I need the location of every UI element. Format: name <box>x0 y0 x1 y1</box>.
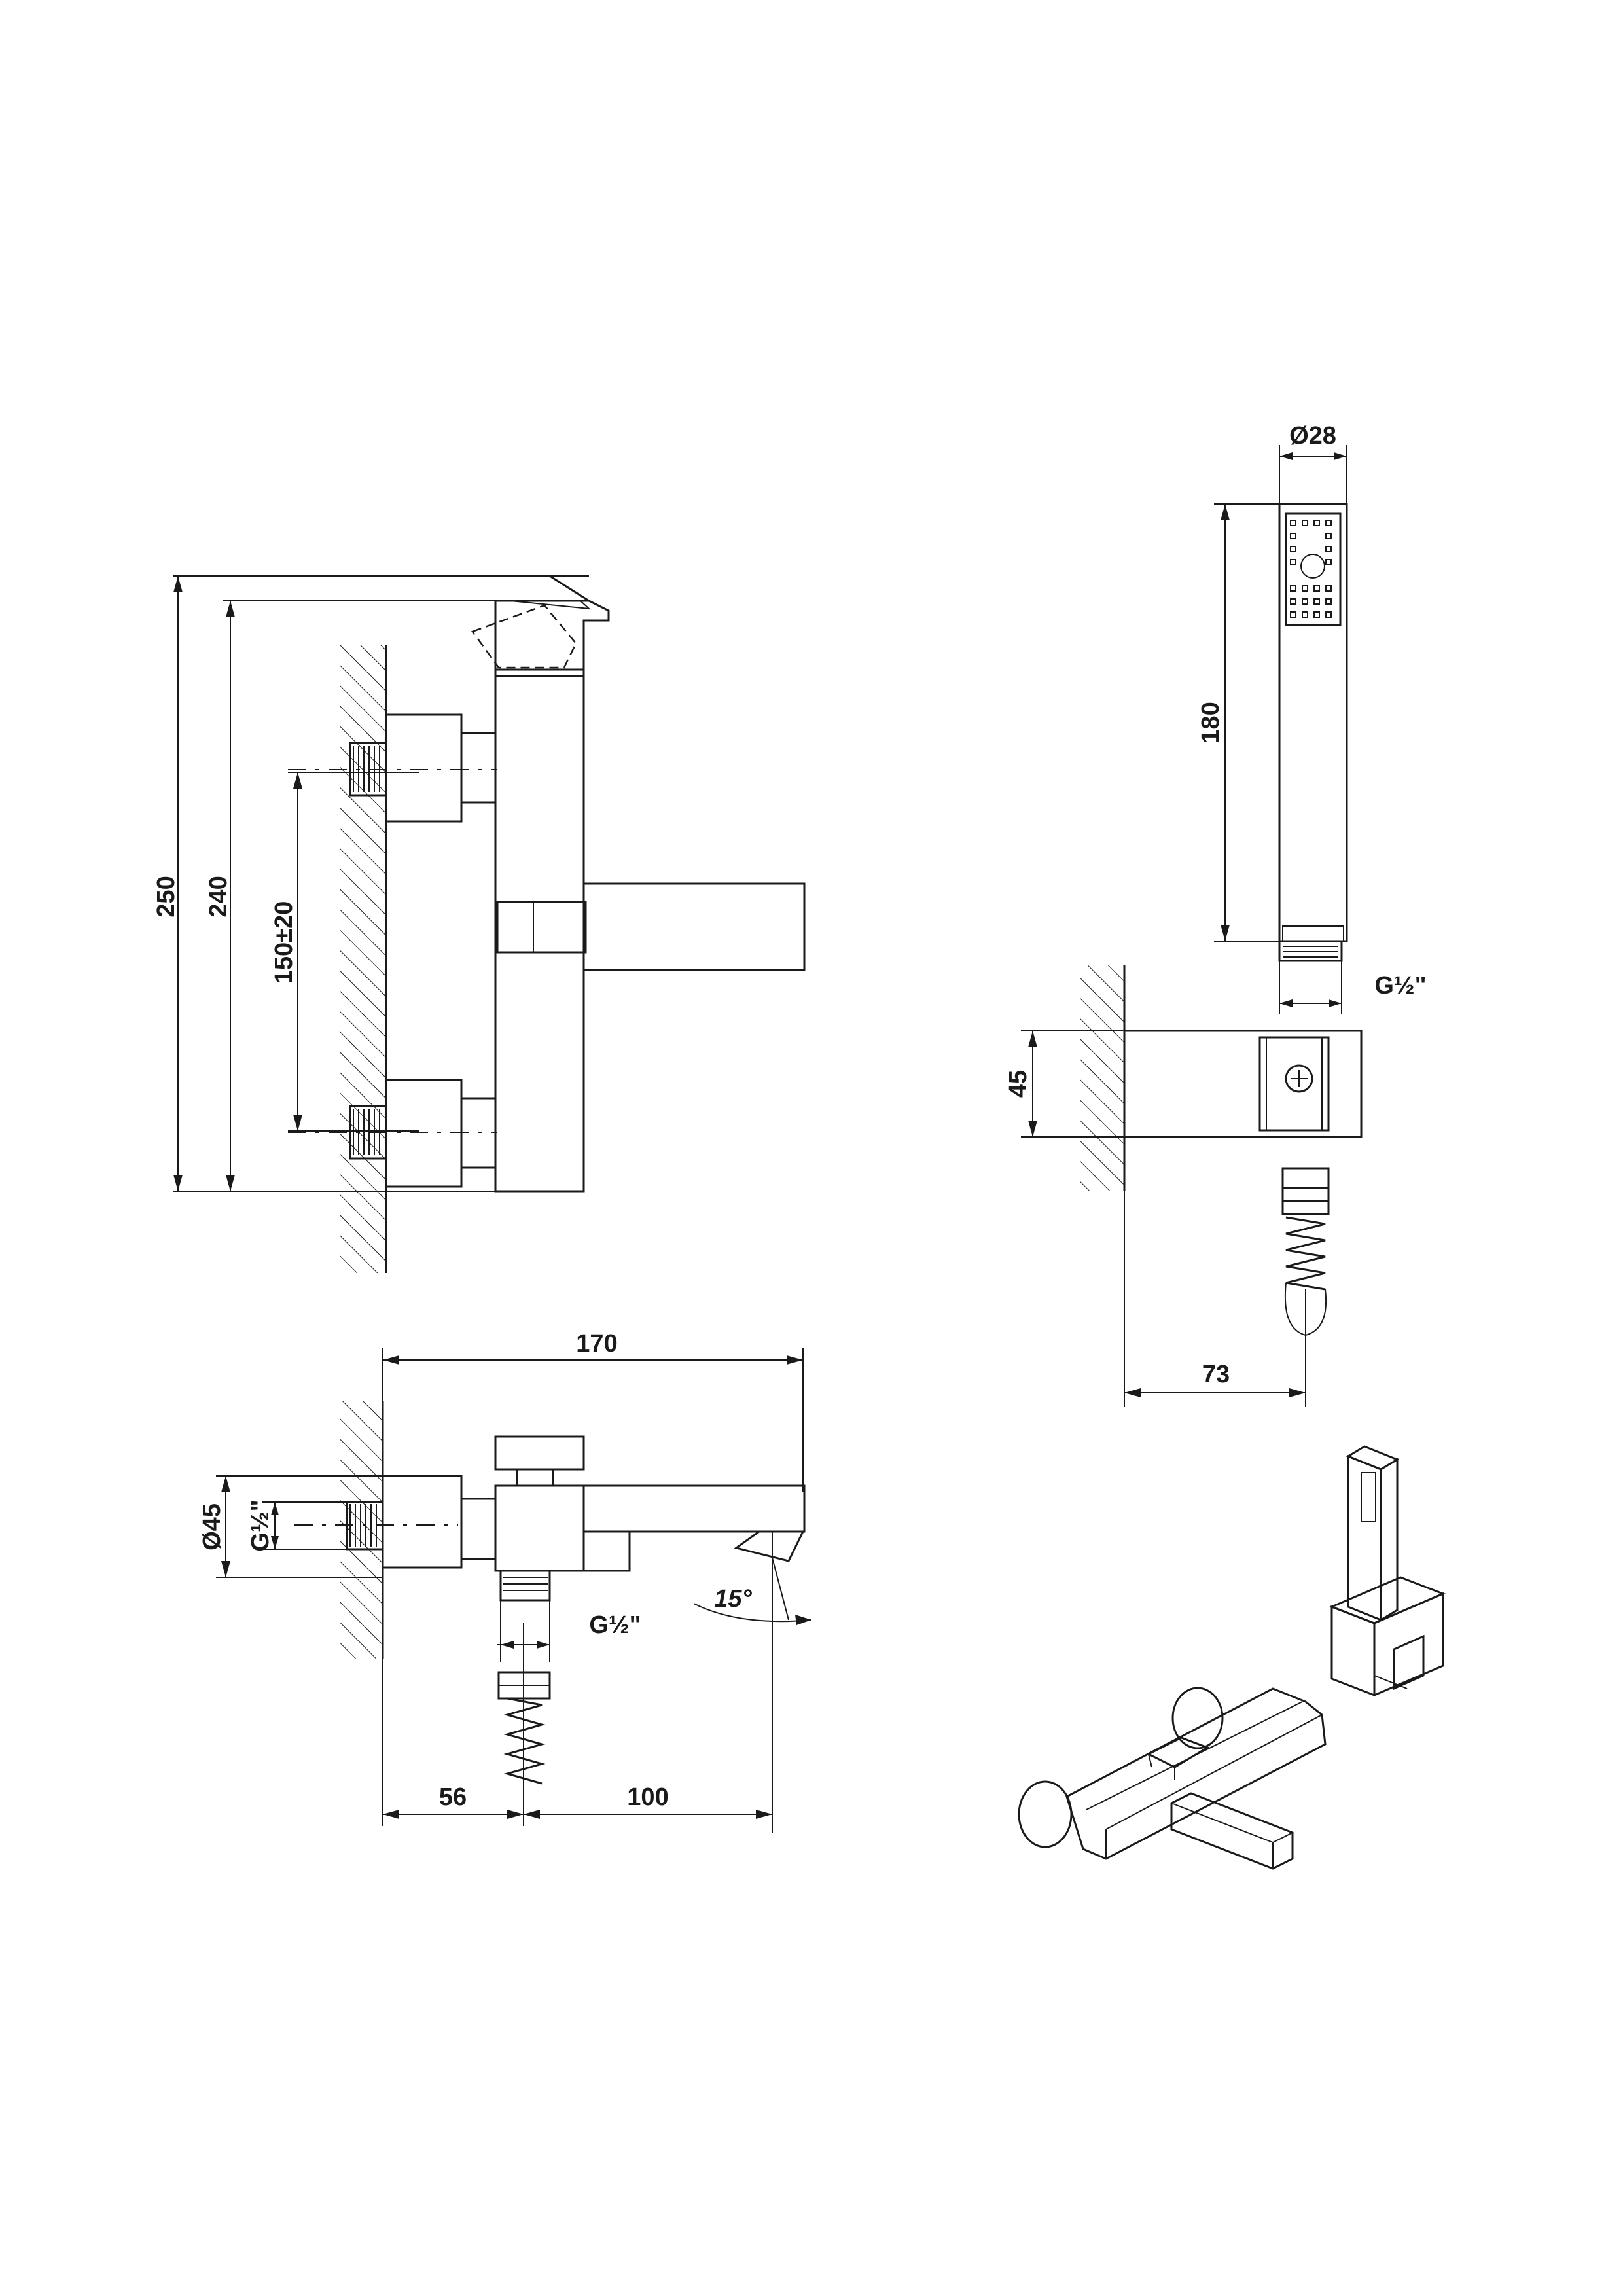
iso-inlet-left <box>1018 1780 1073 1848</box>
plan-spout <box>582 1484 806 1533</box>
top-plan-view: 170 Ø45 G½" <box>198 1330 812 1833</box>
hand-shower-body <box>1278 503 1348 942</box>
lever-handle <box>494 600 610 671</box>
front-elevation-view: 250 240 150±20 <box>152 575 806 1273</box>
iso-lever <box>1146 1736 1210 1768</box>
spray-face <box>1285 512 1342 626</box>
holder-hose-coil <box>1285 1216 1326 1291</box>
dim-label-45: 45 <box>1005 1070 1032 1098</box>
iso-spout <box>1170 1792 1294 1870</box>
spray-nozzles <box>1290 520 1332 618</box>
wall-hatch-holder <box>1080 965 1124 1191</box>
diverter-collar <box>496 901 587 954</box>
holder-screw <box>1285 1064 1313 1093</box>
dim-label-100: 100 <box>627 1784 668 1811</box>
dim-label-outlet-thread: G½" <box>589 1611 641 1639</box>
isometric-view <box>1018 1445 1446 1870</box>
holder-bracket <box>1123 1030 1363 1138</box>
dim-label-250: 250 <box>152 876 180 917</box>
dim-label-inlet-thread: G½" <box>247 1499 274 1551</box>
wall-hatch <box>340 645 386 1273</box>
angle-arc <box>693 1603 812 1623</box>
plan-outlet-thread <box>499 1570 551 1602</box>
hose-coil <box>503 1697 546 1785</box>
upper-inlet-escutcheon <box>385 713 463 823</box>
iso-mixer-body <box>1065 1687 1327 1860</box>
holder-hose-nut <box>1281 1167 1330 1189</box>
dim-label-170: 170 <box>576 1330 617 1357</box>
hand-shower-thread <box>1278 940 1343 962</box>
lower-inlet-escutcheon <box>385 1079 463 1188</box>
dim-label-hs-thread: G½" <box>1374 972 1426 999</box>
dim-label-angle: 15° <box>714 1585 752 1613</box>
dim-label-56: 56 <box>439 1784 467 1811</box>
dim-label-d28: Ø28 <box>1289 422 1336 450</box>
holder-view: 45 73 <box>1005 965 1363 1407</box>
dim-label-d45: Ø45 <box>198 1503 226 1551</box>
hand-shower-view: Ø28 180 G½" <box>1197 422 1427 1014</box>
dim-label-180: 180 <box>1197 702 1224 743</box>
iso-inlet-right <box>1171 1687 1224 1749</box>
spout <box>582 882 806 971</box>
plan-inlet-escutcheon <box>382 1475 463 1569</box>
lever-alt-position <box>471 604 577 669</box>
plan-lever <box>494 1435 585 1471</box>
plan-spout-outlet <box>734 1530 805 1562</box>
dim-label-73: 73 <box>1202 1361 1230 1388</box>
dim-label-240: 240 <box>205 876 232 917</box>
plan-mixer-body <box>494 1484 585 1572</box>
dim-label-150: 150±20 <box>270 901 298 984</box>
mixer-body <box>494 668 585 1193</box>
holder-cradle <box>1258 1036 1330 1132</box>
